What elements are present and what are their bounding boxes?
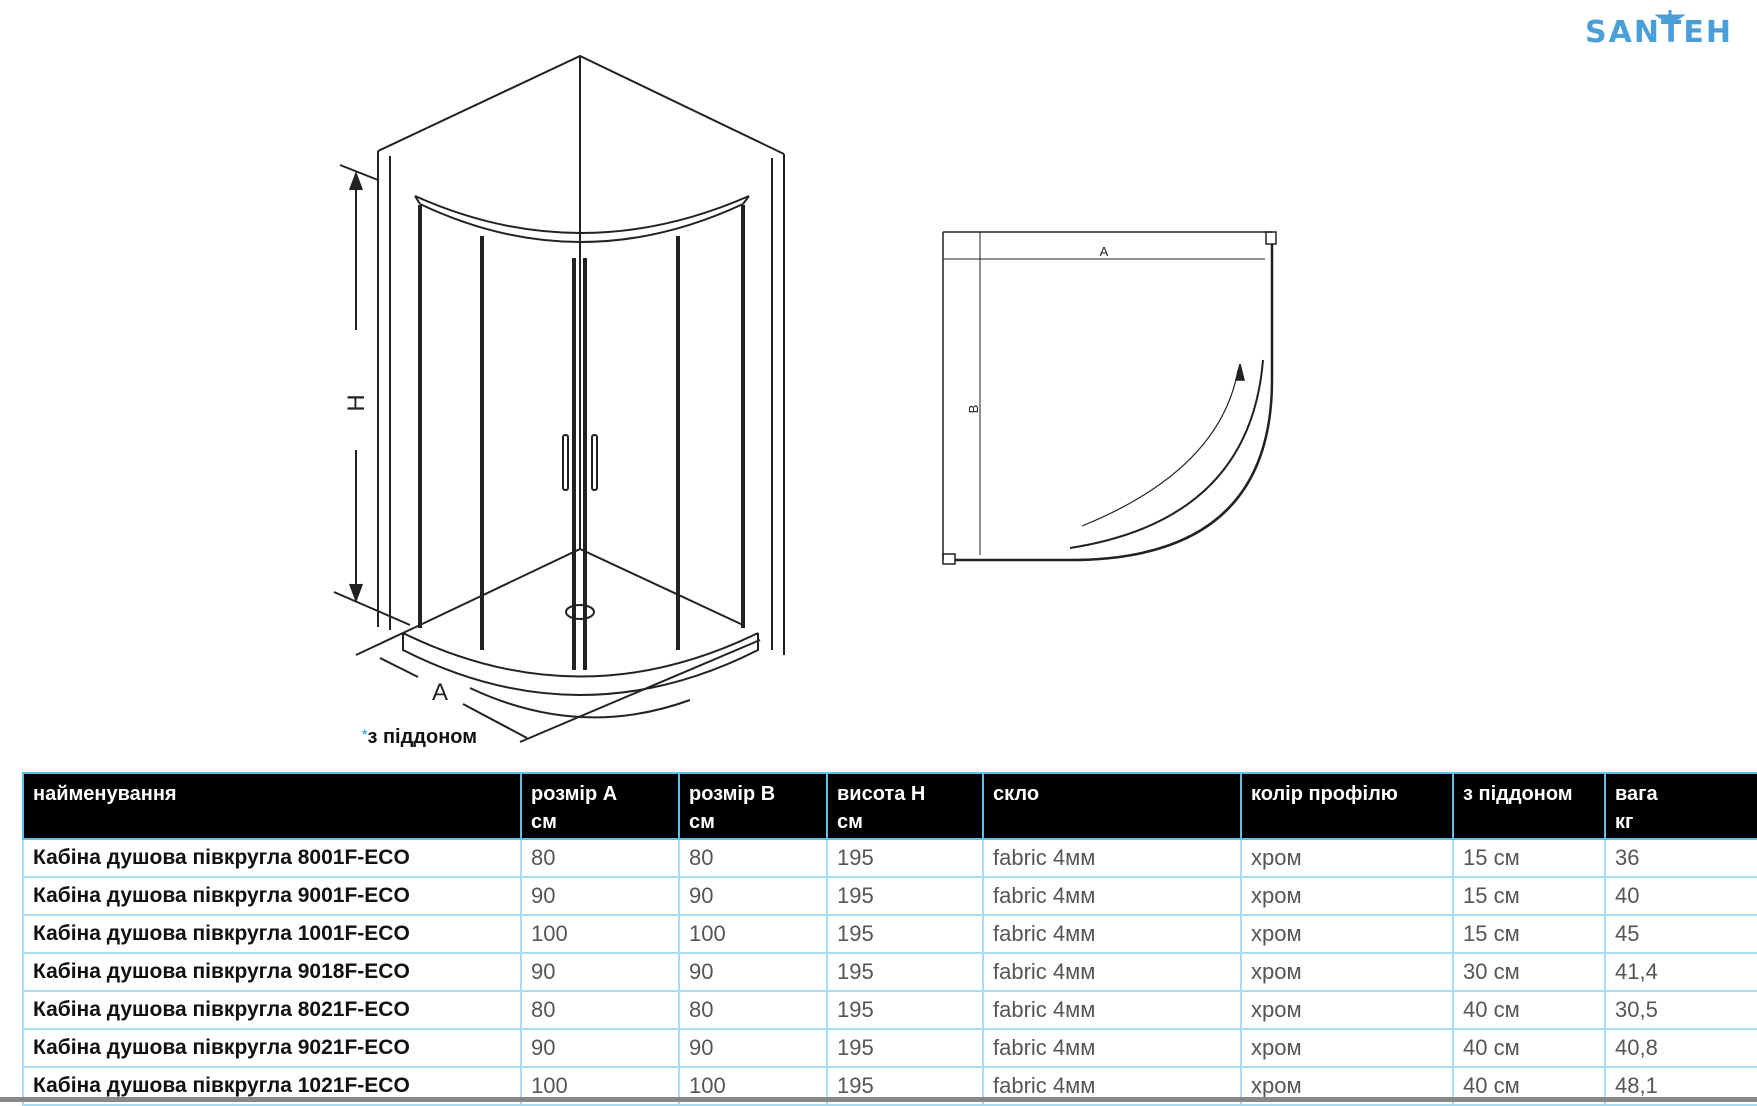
table-cell: 90 — [678, 1028, 828, 1068]
table-cell: fabric 4мм — [982, 990, 1242, 1030]
table-cell: 15 см — [1452, 914, 1606, 954]
product-name-cell: Кабіна душова півкругла 9021F-ECO — [22, 1028, 522, 1068]
svg-text:SANTEH: SANTEH — [1585, 15, 1733, 50]
dimension-label-a: A — [432, 679, 448, 706]
table-cell: fabric 4мм — [982, 1028, 1242, 1068]
column-header: з піддоном — [1452, 772, 1606, 840]
cabin-3d-view — [333, 54, 785, 743]
table-cell: 80 — [678, 838, 828, 878]
table-cell: fabric 4мм — [982, 914, 1242, 954]
table-cell: хром — [1240, 1028, 1454, 1068]
table-cell: 195 — [826, 838, 984, 878]
product-name-cell: Кабіна душова півкругла 8001F-ECO — [22, 838, 522, 878]
table-cell: 40 см — [1452, 1028, 1606, 1068]
table-cell: 90 — [678, 952, 828, 992]
column-header: розмір B см — [678, 772, 828, 840]
santeh-logo: SANTEH — [1585, 10, 1733, 50]
column-header: найменування — [22, 772, 522, 840]
table-cell: 100 — [678, 914, 828, 954]
dimension-label-h: H — [343, 394, 370, 411]
product-name-cell: Кабіна душова півкругла 1001F-ECO — [22, 914, 522, 954]
table-cell: 40 см — [1452, 990, 1606, 1030]
column-header: скло — [982, 772, 1242, 840]
table-cell: 40 — [1604, 876, 1757, 916]
table-cell: 30,5 — [1604, 990, 1757, 1030]
column-header-label: з піддоном — [1463, 783, 1573, 805]
product-name-cell: Кабіна душова півкругла 8021F-ECO — [22, 990, 522, 1030]
table-cell: 90 — [520, 1028, 680, 1068]
table-cell: 90 — [520, 876, 680, 916]
tray-note: *з піддоном — [362, 726, 477, 749]
product-name-cell: Кабіна душова півкругла 9018F-ECO — [22, 952, 522, 992]
table-cell: 15 см — [1452, 838, 1606, 878]
column-header-unit: кг — [1615, 811, 1634, 833]
plan-label-b: B — [966, 405, 981, 414]
table-cell: 41,4 — [1604, 952, 1757, 992]
note-asterisk: * — [362, 726, 368, 742]
table-cell: 100 — [520, 914, 680, 954]
column-header-label: вага — [1615, 783, 1658, 805]
table-cell: 15 см — [1452, 876, 1606, 916]
table-cell: 90 — [520, 952, 680, 992]
column-header: висота H см — [826, 772, 984, 840]
table-cell: fabric 4мм — [982, 876, 1242, 916]
column-header-label: розмір A — [531, 783, 618, 805]
column-header: колір профілю — [1240, 772, 1454, 840]
column-header-unit: см — [837, 811, 863, 833]
column-header-label: найменування — [33, 783, 177, 805]
table-cell: 195 — [826, 952, 984, 992]
table-cell: 195 — [826, 990, 984, 1030]
column-header-label: колір профілю — [1251, 783, 1398, 805]
table-cell: хром — [1240, 838, 1454, 878]
scrollbar-edge — [0, 1097, 1757, 1102]
table-cell: 195 — [826, 914, 984, 954]
note-text: з піддоном — [367, 726, 478, 748]
column-header-unit: см — [689, 811, 715, 833]
table-cell: хром — [1240, 952, 1454, 992]
table-cell: 195 — [826, 876, 984, 916]
table-cell: 40,8 — [1604, 1028, 1757, 1068]
table-cell: 195 — [826, 1028, 984, 1068]
plan-label-a: A — [1100, 244, 1109, 259]
table-cell: 45 — [1604, 914, 1757, 954]
table-cell: 30 см — [1452, 952, 1606, 992]
column-header-label: скло — [993, 783, 1040, 805]
table-cell: хром — [1240, 876, 1454, 916]
table-cell: 80 — [678, 990, 828, 1030]
table-cell: 90 — [678, 876, 828, 916]
column-header-label: розмір B — [689, 783, 776, 805]
table-cell: 36 — [1604, 838, 1757, 878]
table-cell: хром — [1240, 990, 1454, 1030]
table-cell: fabric 4мм — [982, 952, 1242, 992]
cabin-plan-view — [942, 231, 1277, 565]
product-name-cell: Кабіна душова півкругла 9001F-ECO — [22, 876, 522, 916]
table-cell: fabric 4мм — [982, 838, 1242, 878]
table-cell: 80 — [520, 990, 680, 1030]
table-cell: хром — [1240, 914, 1454, 954]
column-header-label: висота H — [837, 783, 926, 805]
column-header: вага кг — [1604, 772, 1757, 840]
column-header: розмір A см — [520, 772, 680, 840]
column-header-unit: см — [531, 811, 557, 833]
table-cell: 80 — [520, 838, 680, 878]
